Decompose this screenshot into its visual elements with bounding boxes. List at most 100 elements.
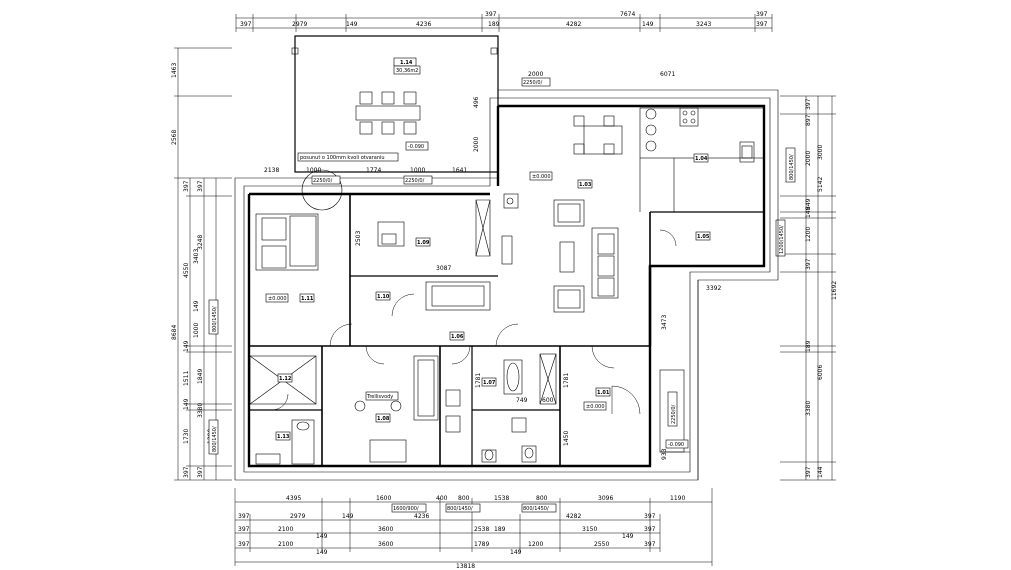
room-1-11-level: ±0.000 <box>268 296 287 302</box>
terrace-label: 1.14 <box>400 60 413 66</box>
dim-left-15: 397 <box>197 466 204 478</box>
dim-left-4: 397 <box>183 180 190 192</box>
dim-1000b: 1000 <box>410 167 425 174</box>
dim-bot-2-7: 3150 <box>582 526 597 533</box>
dim-right-6: 2000 <box>805 151 812 166</box>
room-1-04-label: 1.04 <box>695 156 708 162</box>
dim-bot-1-5: 4282 <box>566 513 581 520</box>
dim-left-9: 1730 <box>183 429 190 444</box>
window-bottom-a: 1600/900/ <box>393 506 419 512</box>
right-dimension-chains <box>780 95 836 481</box>
dim-left-16: 3403 <box>193 249 200 264</box>
room-1-03-level: ±0.000 <box>532 174 551 180</box>
room-1-06-label: 1.06 <box>451 334 464 340</box>
living-furniture <box>377 193 619 313</box>
room-1-07-label: 1.07 <box>483 380 496 386</box>
dim-right-2: 5142 <box>817 177 824 192</box>
dim-top-2: 2979 <box>292 21 307 28</box>
dim-right-13: 397 <box>805 466 812 478</box>
dim-1450: 1450 <box>563 431 570 446</box>
dim-1781a: 1781 <box>475 373 482 388</box>
dim-6071: 6071 <box>660 71 675 78</box>
dim-1000a: 1000 <box>306 167 321 174</box>
dim-top-8: 189 <box>488 21 500 28</box>
room-1-01-label: 1.01 <box>597 390 610 396</box>
left-dimension-chains <box>174 47 232 481</box>
dim-600: 600 <box>542 397 554 404</box>
dim-bot-0-5: 1538 <box>494 495 509 502</box>
dim-left-6: 149 <box>183 340 190 352</box>
dim-right-1: 3000 <box>817 145 824 160</box>
dim-top-4: 4236 <box>416 21 431 28</box>
dim-left-1: 1463 <box>171 63 178 78</box>
dim-top-10: 149 <box>642 21 654 28</box>
dim-bot-2-8: 149 <box>622 533 634 540</box>
dim-right-15: 144 <box>817 466 824 478</box>
dim-2000b: 2000 <box>473 137 480 152</box>
dim-496: 496 <box>473 96 480 108</box>
window-left-a: 800/1450/ <box>212 306 218 332</box>
room-1-12-label: 1.12 <box>279 376 292 382</box>
bottom-dimension-chains <box>234 488 713 566</box>
dim-left-10: 397 <box>183 466 190 478</box>
dim-bot-3-7: 1200 <box>528 541 543 548</box>
bedroom-furniture <box>255 213 319 271</box>
room-1-10-label: 1.10 <box>377 294 390 300</box>
house-walls <box>234 89 779 481</box>
dim-left-5: 4550 <box>183 263 190 278</box>
dim-bot-2-1: 397 <box>238 526 250 533</box>
dim-1641: 1641 <box>452 167 467 174</box>
dim-bot-0-8: 1190 <box>670 495 685 502</box>
dim-right-12: 3380 <box>805 401 812 416</box>
room-1-08-label: 1.08 <box>377 416 390 422</box>
window-right-b: 1200/1450/ <box>779 225 785 254</box>
dim-bot-1-3: 149 <box>342 513 354 520</box>
dim-bot-2-2: 2100 <box>278 526 293 533</box>
terrace-level: -0.090 <box>408 144 424 150</box>
right-dimension-texts: 3000 5142 11692 397 897 2000 849 149 120… <box>805 98 838 478</box>
dim-left-2: 2568 <box>171 130 178 145</box>
dim-2503: 2503 <box>355 231 362 246</box>
dim-left-17: 1000 <box>193 323 200 338</box>
dim-left-13: 1849 <box>197 369 204 384</box>
dim-right-9: 1200 <box>805 227 812 242</box>
dim-left-12: 3248 <box>197 235 204 250</box>
dim-right-10: 397 <box>805 258 812 270</box>
dim-bot-3-8: 2550 <box>594 541 609 548</box>
dim-top-7: 397 <box>756 11 768 18</box>
dim-1774: 1774 <box>366 167 381 174</box>
window-bottom-b: 800/1450/ <box>447 506 473 512</box>
dim-top-1: 397 <box>240 21 252 28</box>
dim-right-11: 189 <box>805 340 812 352</box>
dim-bot-1-6: 397 <box>644 513 656 520</box>
room-1-03-label: 1.03 <box>579 182 592 188</box>
dim-933: 933 <box>661 448 668 460</box>
dim-bot-3-6: 149 <box>510 549 522 556</box>
left-dimension-texts: 1463 2568 8684 397 4550 149 1511 149 173… <box>171 63 214 478</box>
dim-top-9: 4282 <box>566 21 581 28</box>
room-1-01-level: ±0.000 <box>586 404 605 410</box>
window-2250-b: 2250/0/ <box>405 178 425 184</box>
dim-left-7: 1511 <box>183 371 190 386</box>
dim-bot-3-4: 3600 <box>378 541 393 548</box>
dim-left-14: 3380 <box>197 403 204 418</box>
room-1-13-label: 1.13 <box>277 434 290 440</box>
room-1-09-label: 1.09 <box>417 240 430 246</box>
door-2250-entry: 2250/0/ <box>671 404 677 424</box>
dim-3473: 3473 <box>661 315 668 330</box>
dim-bot-3-5: 1789 <box>474 541 489 548</box>
dim-right-14: 6006 <box>817 365 824 380</box>
dim-bot-0-4: 800 <box>458 495 470 502</box>
room-1-11-label: 1.11 <box>301 296 314 302</box>
dim-2000a: 2000 <box>528 71 543 78</box>
dim-top-11: 3243 <box>696 21 711 28</box>
kitchen-furniture <box>573 107 765 212</box>
terrace-note: posunut o 100mm kvoli otvaraniu <box>300 155 385 161</box>
entrance-level: -0.090 <box>668 442 684 448</box>
dim-top-12: 397 <box>756 21 768 28</box>
dim-bot-0-1: 4395 <box>286 495 301 502</box>
stair-label: Trellisvody <box>366 394 393 400</box>
dim-bot-1-1: 397 <box>238 513 250 520</box>
dim-bot-2-6: 189 <box>494 526 506 533</box>
